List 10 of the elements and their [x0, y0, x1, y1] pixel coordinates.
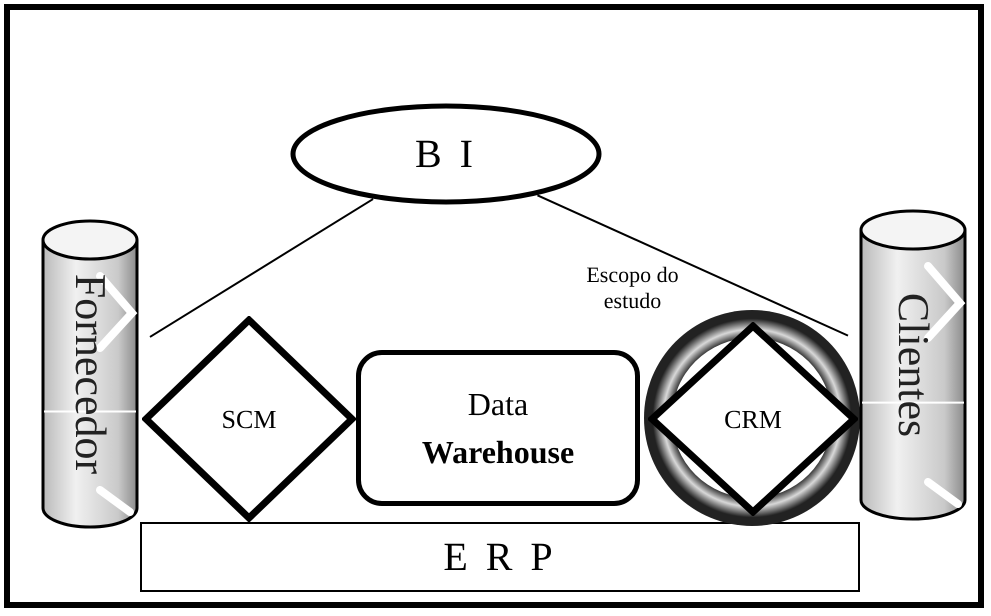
- node-label: Fornecedor: [68, 274, 112, 474]
- node-label: E R P: [443, 533, 557, 581]
- node-label: Data Warehouse: [420, 385, 576, 472]
- node-label: B I: [415, 130, 477, 178]
- scope-caption: Escopo do estudo: [585, 262, 680, 315]
- node-label: SCM: [222, 404, 276, 436]
- node-label: Clientes: [891, 292, 935, 438]
- node-label: CRM: [724, 404, 782, 436]
- connector-line: [149, 198, 374, 338]
- connector-line: [537, 194, 848, 337]
